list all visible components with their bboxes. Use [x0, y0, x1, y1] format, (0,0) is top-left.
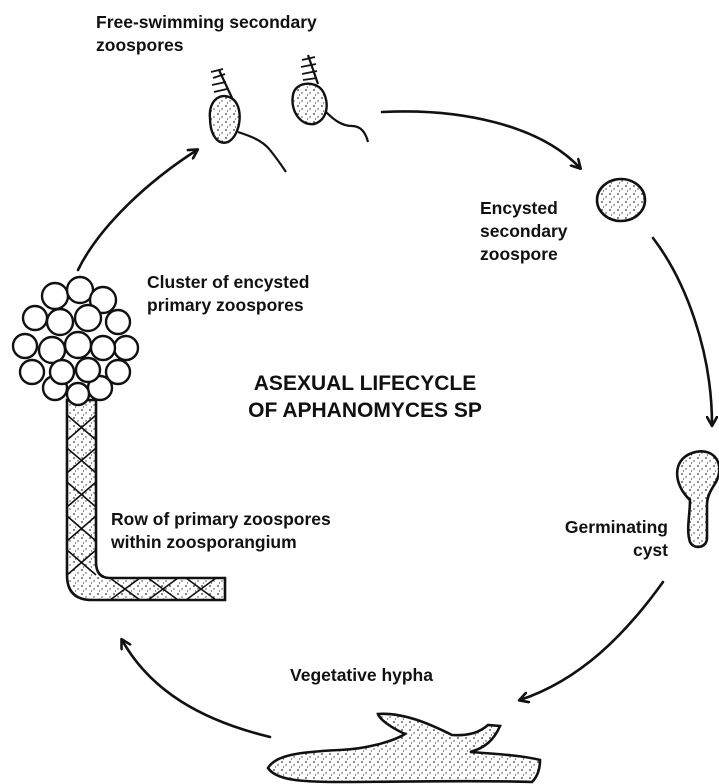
primary-zoospore-cluster — [13, 277, 138, 405]
label-row-line2: within zoosporangium — [111, 531, 331, 554]
label-encysted-line3: zoospore — [480, 243, 568, 266]
label-free-swimming-zoospores: Free-swimming secondary zoospores — [96, 11, 317, 57]
label-germinating-line2: cyst — [520, 539, 668, 562]
zoosporangium — [67, 400, 225, 600]
arrow-hypha-to-sporangium — [122, 640, 270, 737]
label-germinating-line1: Germinating — [520, 516, 668, 539]
label-free-swimming-line1: Free-swimming secondary — [96, 11, 317, 34]
label-cluster-line2: primary zoospores — [147, 294, 309, 317]
label-hypha-line1: Vegetative hypha — [290, 664, 433, 687]
label-row-primary-zoospores: Row of primary zoospores within zoospora… — [111, 508, 331, 554]
encysted-secondary-zoospore — [597, 179, 645, 221]
arrow-germinating-to-hypha — [520, 582, 663, 700]
label-encysted-line1: Encysted — [480, 197, 568, 220]
title-line2: OF APHANOMYCES SP — [240, 397, 490, 424]
arrow-cluster-to-swimming — [78, 150, 197, 270]
label-cluster-line1: Cluster of encysted — [147, 271, 309, 294]
label-cluster-primary-zoospores: Cluster of encysted primary zoospores — [147, 271, 309, 317]
label-encysted-line2: secondary — [480, 220, 568, 243]
label-free-swimming-line2: zoospores — [96, 34, 317, 57]
title-line1: ASEXUAL LIFECYCLE — [240, 370, 490, 397]
label-encysted-secondary-zoospore: Encysted secondary zoospore — [480, 197, 568, 266]
arrow-swimming-to-encysted — [382, 111, 580, 168]
vegetative-hypha — [268, 714, 540, 782]
swimming-zoospore-2 — [292, 55, 368, 142]
swimming-zoospore-1 — [210, 69, 286, 172]
label-vegetative-hypha: Vegetative hypha — [290, 664, 433, 687]
label-germinating-cyst: Germinating cyst — [520, 516, 668, 562]
label-row-line1: Row of primary zoospores — [111, 508, 331, 531]
arrow-encysted-to-germinating — [653, 238, 712, 425]
diagram-title: ASEXUAL LIFECYCLE OF APHANOMYCES SP — [240, 370, 490, 424]
germinating-cyst — [677, 451, 719, 547]
